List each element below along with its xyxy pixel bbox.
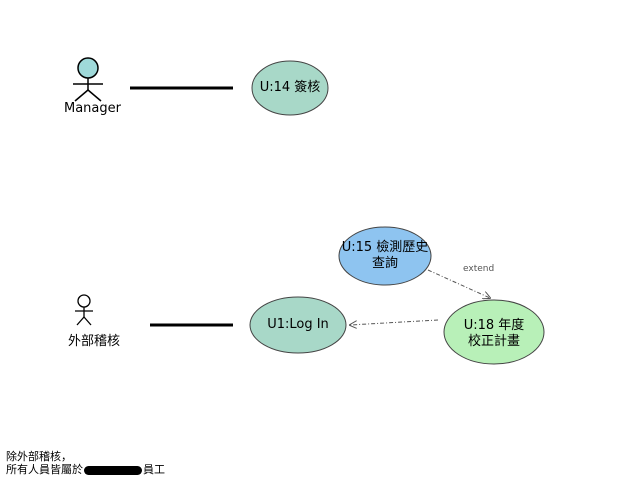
extend-arrow — [427, 269, 490, 298]
use-case-u14-label: U:14 簽核 — [259, 80, 321, 95]
actor-manager-label: Manager — [64, 101, 121, 116]
use-case-u1-label: U1:Log In — [267, 317, 329, 332]
use-case-u15[interactable] — [338, 226, 432, 286]
use-case-u18[interactable] — [443, 299, 545, 365]
include-arrow — [350, 319, 439, 325]
use-case-u1[interactable] — [249, 296, 347, 354]
use-case-u15-label: U:15 檢測歷史 查詢 — [341, 240, 429, 271]
actor-manager-head — [77, 57, 99, 79]
redaction-mark — [84, 465, 142, 475]
actor-external-auditor-label: 外部稽核 — [68, 334, 121, 349]
use-case-u18-label: U:18 年度 校正計畫 — [463, 318, 525, 349]
actor-external-auditor-head — [77, 294, 91, 308]
footnote: 除外部稽核， 所有人員皆屬於員工 — [6, 450, 165, 476]
extend-label: extend — [463, 264, 495, 274]
actor-external-auditor — [75, 294, 93, 326]
use-case-u14[interactable] — [251, 60, 329, 116]
actor-manager — [73, 57, 103, 102]
